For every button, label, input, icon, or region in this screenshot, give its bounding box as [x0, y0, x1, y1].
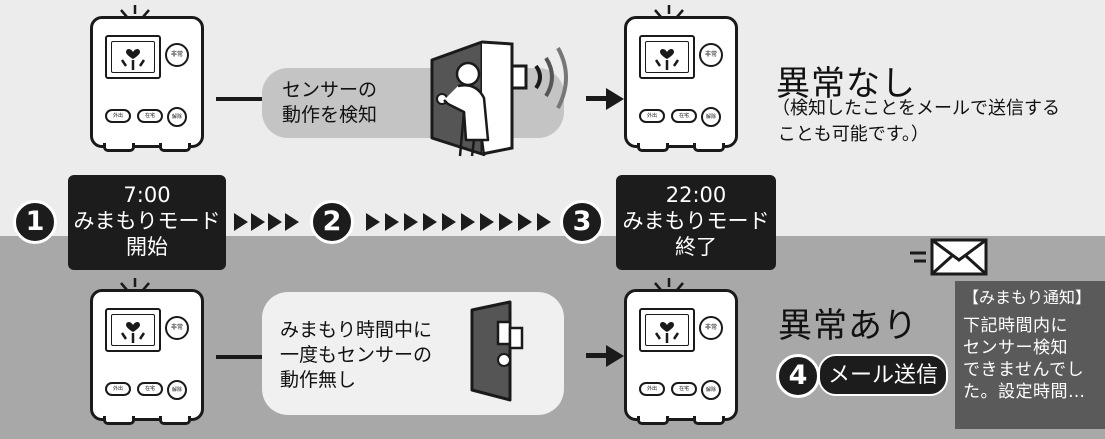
device-foot	[693, 143, 725, 152]
notification-panel: 【みまもり通知】 下記時間内に センサー検知 できませんでし た。設定時間…	[955, 281, 1105, 429]
result-note-line: （検知したことをメールで送信する	[772, 98, 1060, 119]
device-foot	[637, 416, 669, 425]
step-4-badge: 4	[776, 354, 820, 398]
door-person-icon	[430, 40, 568, 157]
notification-title: 【みまもり通知】	[963, 288, 1092, 307]
notification-body: 下記時間内に センサー検知 できませんでし た。設定時間…	[963, 315, 1097, 403]
device-foot	[693, 416, 725, 425]
progress-arrow-icon	[518, 213, 532, 231]
alert-rays-icon	[120, 5, 150, 18]
monitor-device: 非常 外出 在宅 解除	[624, 5, 738, 152]
end-label: 終了	[675, 235, 717, 259]
device-foot	[159, 143, 191, 152]
device-foot	[103, 143, 135, 152]
release-button: 解除	[167, 380, 187, 400]
alert-rays-icon	[654, 278, 684, 291]
monitor-device: 非常 外出 在宅 解除	[90, 278, 204, 425]
result-abnormal-title: 異常あり	[778, 306, 918, 346]
alert-rays-icon	[654, 5, 684, 18]
out-button: 外出	[639, 109, 665, 123]
heart-icon	[654, 49, 680, 70]
notification-line: センサー検知	[963, 338, 1068, 358]
arrow-right-icon	[586, 88, 624, 110]
release-button: 解除	[701, 107, 721, 127]
emergency-button: 非常	[699, 316, 723, 340]
progress-arrow-icon	[404, 213, 418, 231]
no-motion-line: 一度もセンサーの	[280, 344, 433, 366]
no-motion-line: 動作無し	[280, 369, 357, 391]
device-screen	[639, 35, 695, 79]
progress-arrow-icon	[442, 213, 456, 231]
envelope-icon	[910, 238, 988, 276]
emergency-button: 非常	[165, 316, 189, 340]
alert-rays-icon	[120, 278, 150, 291]
connector-line	[216, 355, 262, 359]
result-normal-title: 異常なし	[776, 64, 916, 104]
out-button: 外出	[105, 109, 131, 123]
heart-icon	[120, 322, 146, 343]
progress-arrow-icon	[285, 213, 299, 231]
progress-arrow-icon	[499, 213, 513, 231]
progress-arrow-icon	[366, 213, 380, 231]
start-label: みまもりモード	[73, 209, 221, 233]
sensor-bubble-line: 動作を検知	[282, 104, 378, 126]
step-2-badge: 2	[310, 200, 354, 244]
emergency-button: 非常	[699, 43, 723, 67]
notification-line: 下記時間内に	[963, 316, 1068, 336]
release-button: 解除	[167, 107, 187, 127]
end-time: 22:00	[665, 183, 727, 207]
progress-arrow-icon	[461, 213, 475, 231]
sensor-bubble-line: センサーの	[282, 79, 378, 101]
out-button: 外出	[639, 382, 665, 396]
progress-arrow-icon	[537, 213, 551, 231]
monitor-device: 非常 外出 在宅 解除	[624, 278, 738, 425]
progress-arrow-icon	[385, 213, 399, 231]
home-button: 在宅	[137, 382, 163, 396]
device-foot	[637, 143, 669, 152]
heart-icon	[120, 49, 146, 70]
emergency-button: 非常	[165, 43, 189, 67]
end-badge: 22:00 みまもりモード 終了	[616, 175, 776, 270]
device-screen	[105, 35, 161, 79]
device-foot	[103, 416, 135, 425]
progress-arrow-icon	[480, 213, 494, 231]
start-label: 開始	[126, 235, 168, 259]
start-time: 7:00	[123, 183, 171, 207]
send-mail-label: メール送信	[818, 354, 948, 396]
no-motion-bubble	[262, 292, 564, 415]
device-screen	[105, 308, 161, 352]
no-motion-line: みまもり時間中に	[280, 319, 433, 341]
closed-door-icon	[470, 300, 524, 402]
connector-line	[216, 97, 262, 101]
notification-line: できませんでし	[963, 360, 1085, 380]
release-button: 解除	[701, 380, 721, 400]
heart-icon	[654, 322, 680, 343]
end-label: みまもりモード	[622, 209, 770, 233]
start-badge: 7:00 みまもりモード 開始	[68, 175, 226, 270]
device-screen	[639, 308, 695, 352]
arrow-right-icon	[586, 345, 624, 367]
step-3-badge: 3	[560, 200, 604, 244]
device-foot	[159, 416, 191, 425]
progress-arrow-icon	[423, 213, 437, 231]
home-button: 在宅	[137, 109, 163, 123]
no-motion-bubble-text: みまもり時間中に 一度もセンサーの 動作無し	[280, 318, 432, 393]
result-note-line: ことも可能です。）	[772, 124, 929, 145]
home-button: 在宅	[671, 382, 697, 396]
monitor-device: 非常 外出 在宅 解除	[90, 5, 204, 152]
out-button: 外出	[105, 382, 131, 396]
step-1-badge: 1	[13, 200, 57, 244]
sensor-bubble-text: センサーの 動作を検知	[282, 78, 377, 128]
home-button: 在宅	[671, 109, 697, 123]
progress-arrow-icon	[251, 213, 265, 231]
result-normal-note: （検知したことをメールで送信する ことも可能です。）	[772, 96, 1060, 148]
notification-line: た。設定時間…	[963, 382, 1086, 402]
progress-arrow-icon	[234, 213, 248, 231]
progress-arrow-icon	[268, 213, 282, 231]
